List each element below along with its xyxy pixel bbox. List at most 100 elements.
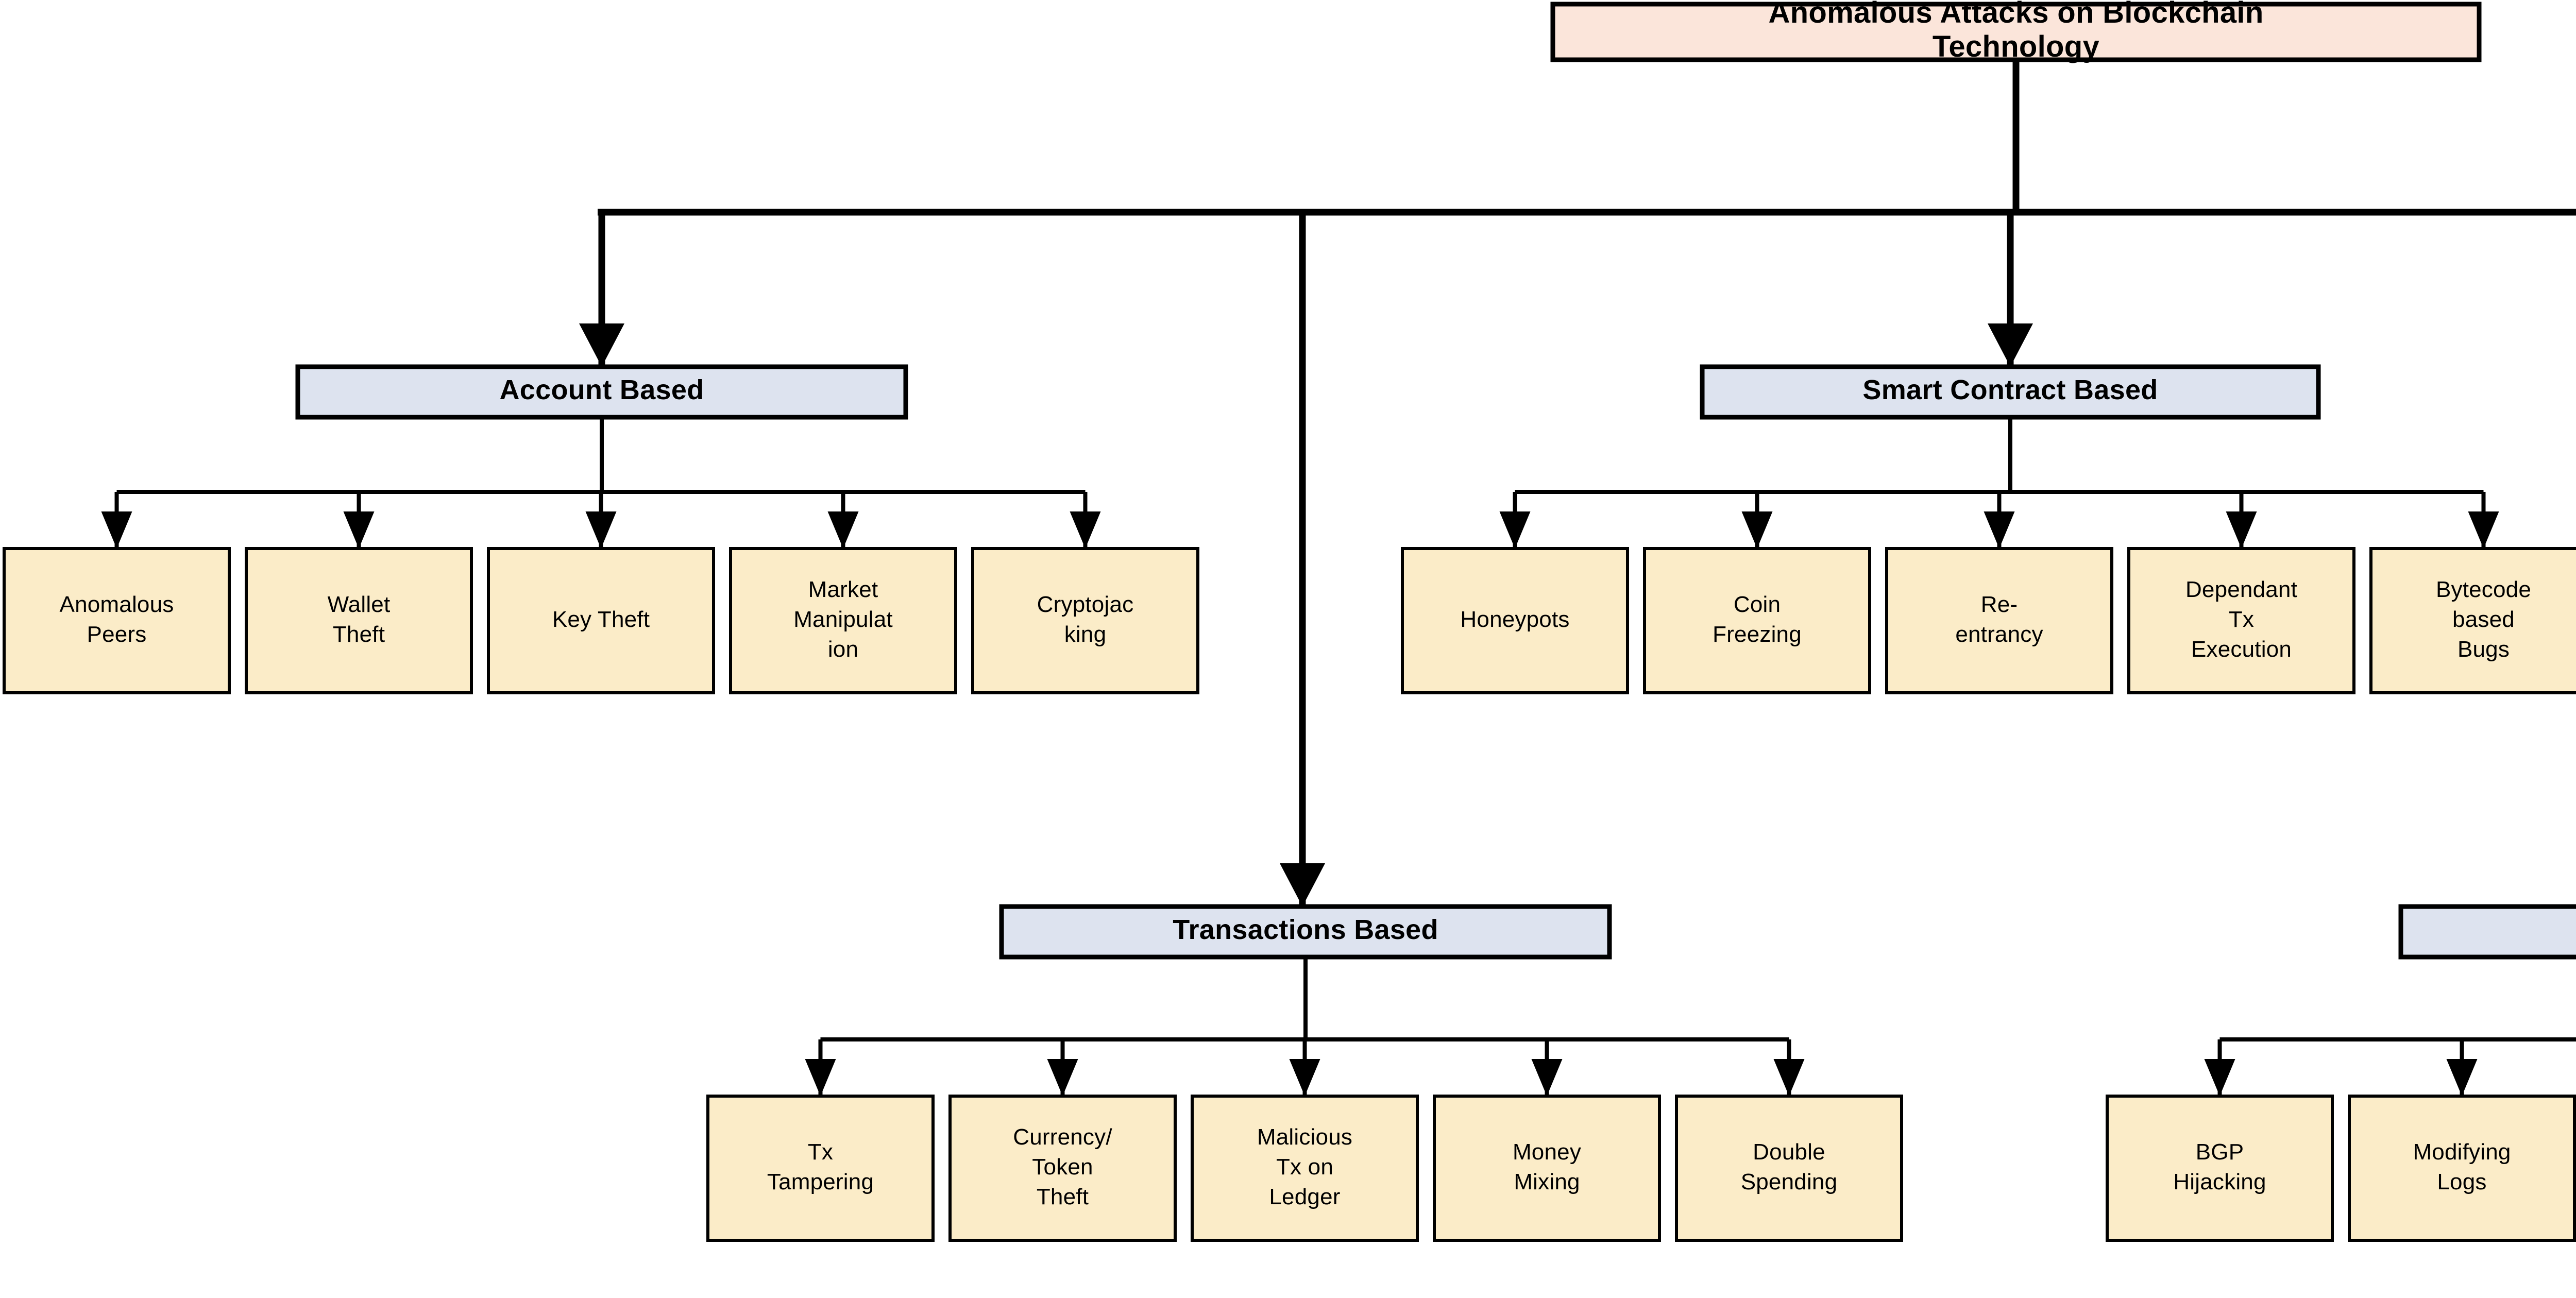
node-label-line: Account Based [500,374,704,405]
node-smart-contract-based[interactable]: Smart Contract Based [1700,364,2321,420]
node-label-re-entrancy: Re-entrancy [1955,592,2043,647]
node-account-based[interactable]: Account Based [295,364,908,420]
node-system-based[interactable]: System Based [2398,904,2576,960]
arrow-head-icon-money-mixing [1531,1059,1563,1096]
node-re-entrancy[interactable]: Re-entrancy [1885,547,2113,694]
node-box-double-spending[interactable] [1675,1095,1903,1242]
arrow-head-icon-malicious-tx-ledger [1289,1059,1320,1096]
node-label-smart-contract-based: Smart Contract Based [1862,374,2158,405]
node-label-line: Bugs [2458,637,2510,662]
node-label-line: Malicious [1257,1124,1352,1150]
node-box-transactions-based[interactable] [999,904,1612,960]
node-label-line: Tx [808,1139,833,1165]
node-box-market-manipulation[interactable] [729,547,957,694]
node-label-line: entrancy [1955,622,2043,647]
node-box-account-based[interactable] [295,364,908,420]
node-box-root[interactable] [1550,2,2482,62]
node-box-tx-tampering[interactable] [706,1095,935,1242]
node-label-line: Coin [1734,592,1781,617]
node-label-line: Money [1513,1139,1581,1165]
node-box-key-theft[interactable] [487,547,715,694]
node-label-line: Key Theft [552,607,650,632]
node-box-modifying-logs[interactable] [2348,1095,2576,1242]
node-label-line: Spending [1741,1169,1838,1194]
arrow-head-icon-tx-tampering [805,1059,836,1096]
arrow-head-icon-smart-contract-based [1988,323,2033,367]
node-box-coin-freezing[interactable] [1643,547,1871,694]
node-label-line: Anomalous Attacks on Blockchain [1768,0,2263,29]
node-transactions-based[interactable]: Transactions Based [999,904,1612,960]
node-box-cryptojacking[interactable] [971,547,1199,694]
node-label-line: Execution [2191,637,2292,662]
node-label-line: ion [828,637,858,662]
node-label-line: Bytecode [2436,577,2531,602]
node-box-dependant-tx-exec[interactable] [2127,547,2355,694]
node-label-line: Smart Contract Based [1862,374,2158,405]
node-label-line: Honeypots [1460,607,1569,632]
arrow-head-icon-coin-freezing [1741,511,1773,549]
arrow-head-icon-cryptojacking [1070,511,1101,549]
arrow-head-icon-bytecode-based-bugs [2468,511,2499,549]
node-box-smart-contract-based[interactable] [1700,364,2321,420]
node-label-line: Modifying [2413,1139,2511,1165]
node-label-key-theft: Key Theft [552,607,650,632]
node-box-system-based[interactable] [2398,904,2576,960]
node-label-line: Peers [87,622,147,647]
arrow-head-icon-dependant-tx-exec [2226,511,2257,549]
node-box-re-entrancy[interactable] [1885,547,2113,694]
node-label-line: Double [1753,1139,1825,1165]
node-box-wallet-theft[interactable] [245,547,473,694]
node-label-line: Technology [1933,30,2099,63]
node-box-honeypots[interactable] [1401,547,1629,694]
node-box-bgp-hijacking[interactable] [2106,1095,2334,1242]
node-key-theft[interactable]: Key Theft [487,547,715,694]
node-label-line: Currency/ [1013,1124,1112,1150]
node-honeypots[interactable]: Honeypots [1401,547,1629,694]
node-box-currency-token-theft[interactable] [948,1095,1177,1242]
arrow-head-icon-currency-token-theft [1047,1059,1078,1096]
node-label-line: Re- [1981,592,2018,617]
node-box-malicious-tx-ledger[interactable] [1191,1095,1419,1242]
node-label-line: Tx [2229,607,2254,632]
node-label-line: Wallet [328,592,391,617]
node-label-line: based [2452,607,2515,632]
node-label-line: Theft [333,622,385,647]
node-label-line: Mixing [1514,1169,1580,1194]
node-box-bytecode-based-bugs[interactable] [2369,547,2576,694]
arrow-head-icon-wallet-theft [343,511,375,549]
node-label-line: Hijacking [2173,1169,2266,1194]
node-box-anomalous-peers[interactable] [3,547,231,694]
arrow-head-icon-key-theft [585,511,617,549]
arrow-head-icon-transactions-based [1280,863,1325,907]
node-label-line: Tx on [1276,1154,1333,1180]
node-label-line: Token [1032,1154,1093,1180]
node-box-money-mixing[interactable] [1433,1095,1661,1242]
